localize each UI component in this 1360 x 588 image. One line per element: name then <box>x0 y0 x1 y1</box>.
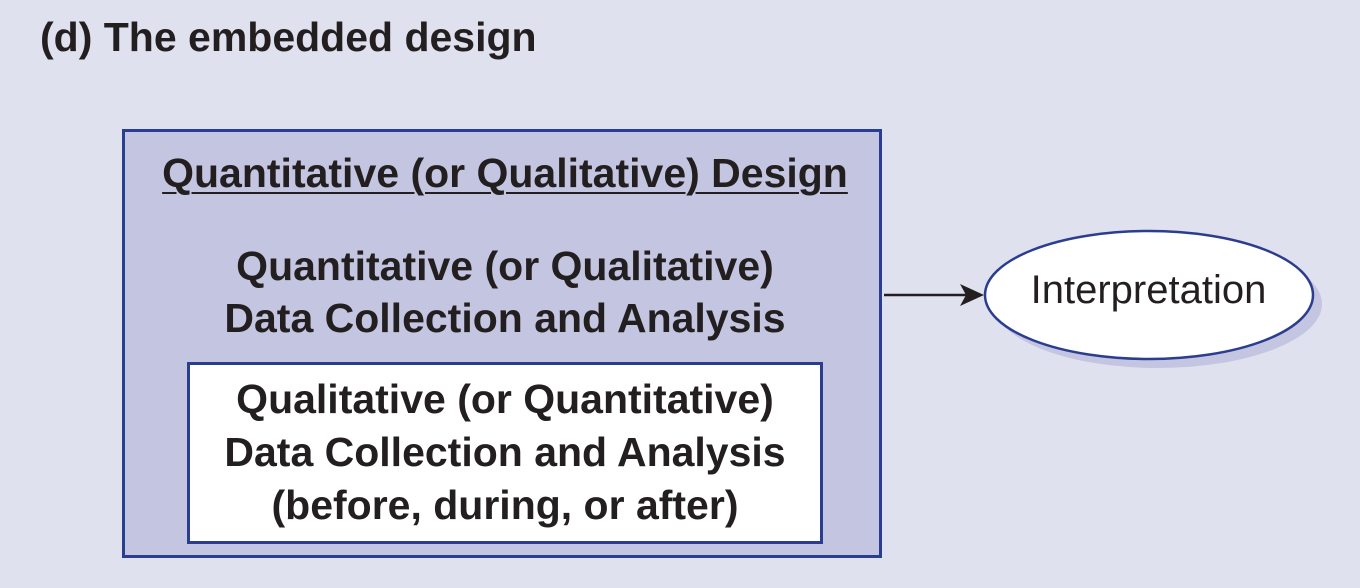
inner-line-2: Data Collection and Analysis <box>224 429 786 475</box>
inner-line-3: (before, during, or after) <box>271 482 739 528</box>
outer-design-title: Quantitative (or Qualitative) Design <box>162 150 848 196</box>
embedded-qualitative-box: Qualitative (or Quantitative) Data Colle… <box>187 362 823 544</box>
interpretation-ellipse <box>983 229 1315 361</box>
outer-line-1: Quantitative (or Qualitative) <box>236 243 774 289</box>
interpretation-label: Interpretation <box>1030 268 1267 312</box>
inner-line-1: Qualitative (or Quantitative) <box>236 376 774 422</box>
arrow-head <box>960 284 984 306</box>
outer-line-2: Data Collection and Analysis <box>224 295 786 341</box>
figure-label: (d) The embedded design <box>40 14 537 60</box>
outer-design-description: Quantitative (or Qualitative) Data Colle… <box>125 240 885 344</box>
quantitative-design-box: Quantitative (or Qualitative) Design Qua… <box>122 129 882 558</box>
